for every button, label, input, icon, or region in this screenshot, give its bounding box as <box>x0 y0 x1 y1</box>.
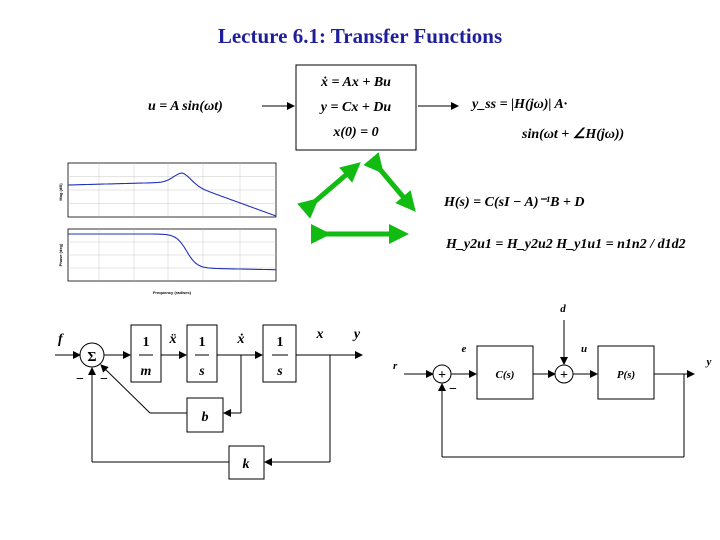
plus-sign: + <box>438 368 446 383</box>
minus-sign: − <box>449 382 457 397</box>
spring-block <box>228 445 265 480</box>
double-arrow-icon <box>363 152 416 212</box>
minus-sign: − <box>76 372 84 387</box>
damper-block <box>186 397 224 433</box>
plot-grid <box>68 163 276 281</box>
velocity-label: ẋ <box>237 332 245 347</box>
mass-spring-damper-diagram: f Σ − − 1 m ẍ 1 s ẋ 1 s x y b <box>55 324 363 480</box>
acceleration-label: ẍ <box>169 332 177 347</box>
frequency-axis-label: Frequency (rad/sec) <box>153 290 192 295</box>
damper-label: b <box>202 410 209 425</box>
output-label: y <box>705 356 712 368</box>
spring-label: k <box>243 457 250 472</box>
magnitude-axis-label: Mag (dB) <box>58 183 63 201</box>
output-equation: y = Cx + Du <box>319 100 392 115</box>
initial-condition: x(0) = 0 <box>332 125 378 140</box>
integrator-block <box>262 324 297 383</box>
bode-plot: Mag (dB) Phase (deg) Frequency (rad/sec) <box>58 162 277 295</box>
sigma-symbol: Σ <box>87 350 96 365</box>
control-signal-label: u <box>581 343 587 355</box>
steady-state-output-line2: sin(ωt + ∠H(jω)) <box>521 127 624 142</box>
gain-block <box>130 324 162 383</box>
controller-label: C(s) <box>496 369 515 381</box>
gain-denominator: m <box>141 364 152 379</box>
integrator-block <box>186 324 218 383</box>
plant-block <box>597 345 655 400</box>
output-label: y <box>352 327 361 342</box>
signal-wire <box>100 364 151 414</box>
plant-label: P(s) <box>617 369 635 381</box>
transfer-function-equation: H(s) = C(sI − A)⁻¹B + D <box>443 195 585 210</box>
magnitude-curve <box>68 172 277 217</box>
integrator-numerator: 1 <box>199 335 206 350</box>
controller-block <box>476 345 534 400</box>
phase-axis-label: Phase (deg) <box>58 243 63 266</box>
feedback-loop-diagram: r + − e C(s) + d u P(s) y <box>393 303 712 458</box>
reference-label: r <box>393 360 398 372</box>
plus-sign: + <box>560 368 568 383</box>
integrator-numerator: 1 <box>277 335 284 350</box>
minus-sign: − <box>100 372 108 387</box>
gain-numerator: 1 <box>143 335 150 350</box>
error-label: e <box>462 343 467 355</box>
phase-curve <box>68 233 276 271</box>
series-transfer-equation: H_y2u1 = H_y2u2 H_y1u1 = n1n2 / d1d2 <box>445 237 686 252</box>
position-label: x <box>316 327 324 342</box>
disturbance-label: d <box>560 303 566 315</box>
state-space-box <box>295 64 417 151</box>
state-equation: ẋ = Ax + Bu <box>320 75 391 90</box>
input-equation: u = A sin(ωt) <box>148 99 223 114</box>
integrator-denominator: s <box>276 364 283 379</box>
steady-state-output-line1: y_ss = |H(jω)| A· <box>470 97 567 112</box>
page-title: Lecture 6.1: Transfer Functions <box>218 24 502 48</box>
double-arrow-icon <box>297 162 361 219</box>
integrator-denominator: s <box>198 364 205 379</box>
force-input-label: f <box>58 332 64 347</box>
